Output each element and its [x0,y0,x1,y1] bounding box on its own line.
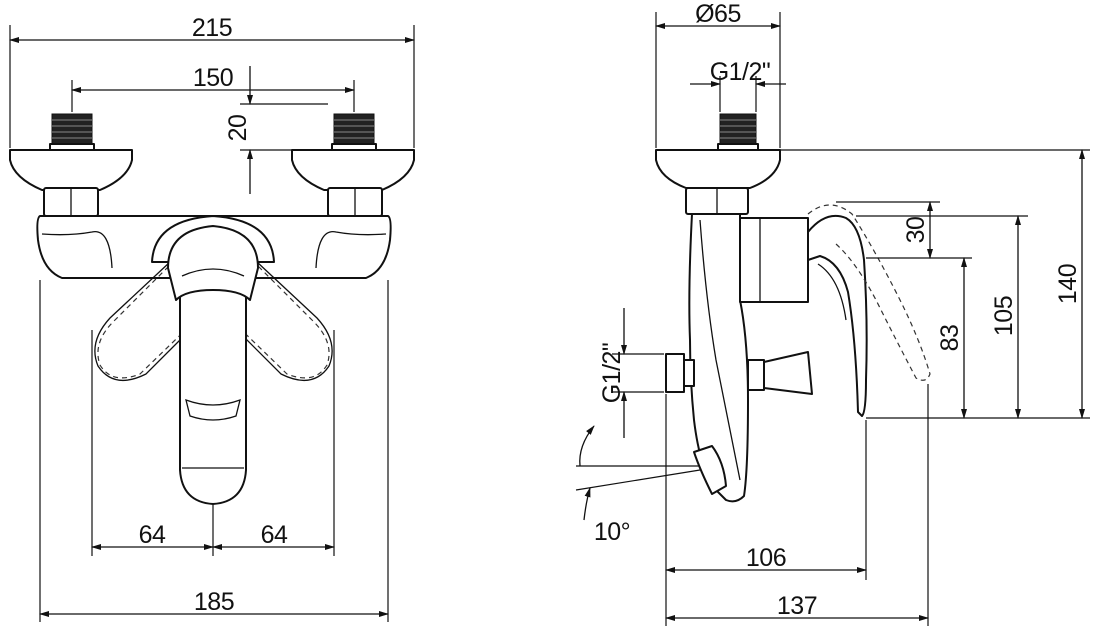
dim-right-offset: 64 [261,521,288,549]
right-wall-flange [291,149,415,191]
dim-handle-height: 105 [990,296,1018,336]
dim-inlet-height: 20 [224,115,252,142]
dim-overall-depth: 137 [777,592,817,620]
handle-left-position [97,259,201,379]
side-lever-raised [807,204,931,381]
dim-spout-depth: 106 [746,544,786,572]
spout [179,269,247,505]
dim-overall-width: 215 [192,14,232,42]
side-inlet-thread [717,113,759,151]
dim-flange-diameter: Ø65 [695,0,741,28]
lever-handle [167,225,259,301]
side-spout-outlet [693,445,727,495]
dim-body-width: 185 [194,588,234,616]
dim-lever-height: 83 [936,325,964,352]
cartridge-housing [739,217,809,303]
side-view: Ø65 G1/2" G1/2" 10° 30 105 83 [575,0,1090,626]
dim-outlet-thread: G1/2" [598,343,626,404]
dim-inlet-spacing: 150 [193,64,233,92]
side-wall-flange [655,149,781,189]
dim-lever-travel: 30 [902,217,930,244]
front-view: 215 150 20 64 64 185 [9,14,415,622]
dim-overall-height: 140 [1054,264,1082,304]
handle-right-position [226,259,330,379]
dim-spout-angle: 10° [594,518,630,546]
diverter-knob [763,351,813,395]
outlet-connector [665,353,685,393]
left-inlet-thread [49,113,95,151]
side-lever-handle [807,214,868,417]
dim-inlet-thread: G1/2" [710,58,771,86]
dim-left-offset: 64 [139,521,166,549]
right-inlet-thread [331,113,377,151]
left-wall-flange [9,149,133,191]
